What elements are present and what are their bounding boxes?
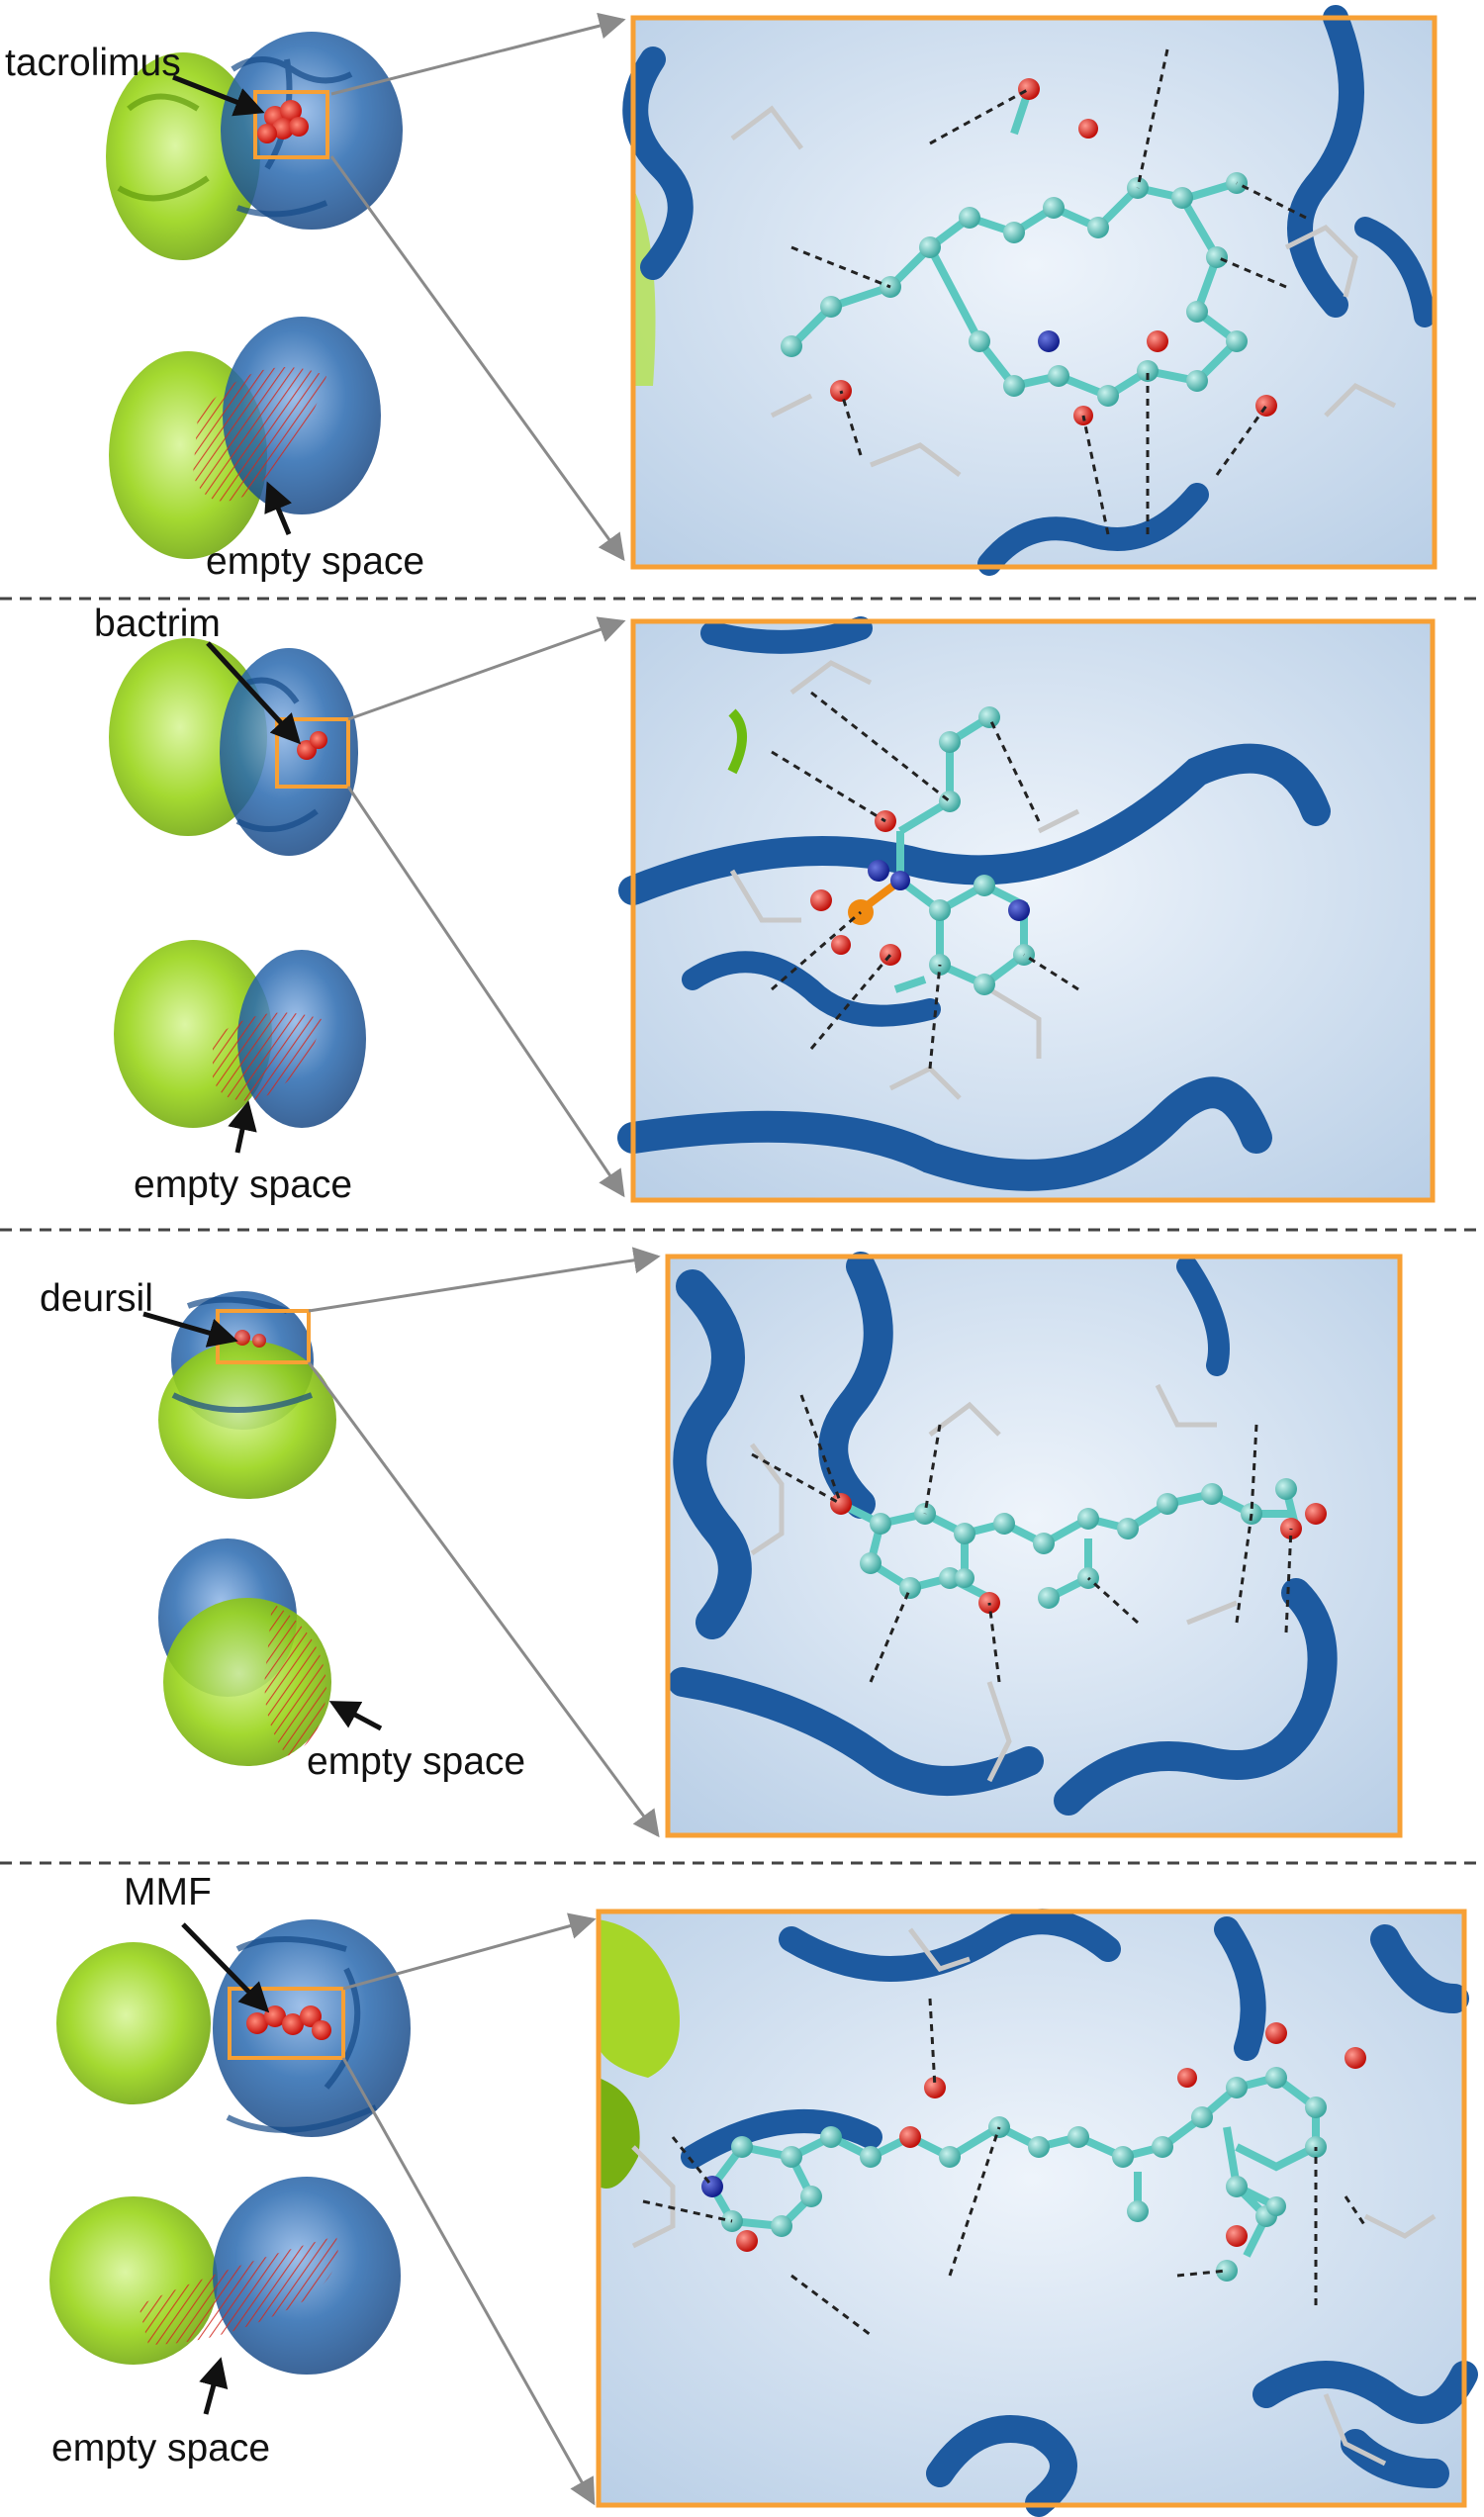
- zoom-arrow: [307, 1361, 660, 1838]
- complex-thumbnail-empty: [114, 940, 366, 1128]
- zoom-frame: [630, 15, 1438, 570]
- zoom-frame: [665, 1254, 1403, 1838]
- zoom-arrow: [346, 786, 625, 1198]
- zoom-view-tacrolimus: [622, 5, 1436, 576]
- panel-MMF: MMF empty space: [49, 1871, 1478, 2517]
- ligand-blob-bactrim: [297, 731, 327, 760]
- empty-space-label: empty space: [307, 1740, 525, 1783]
- ligand-label: deursil: [40, 1277, 153, 1320]
- complex-thumbnail-bound: [56, 1919, 411, 2137]
- zoom-frame: [630, 618, 1436, 1203]
- complex-thumbnail-bound: [109, 638, 358, 856]
- label-pointer-arrow: [264, 481, 293, 535]
- label-pointer-arrow: [206, 641, 302, 745]
- highlight-box: [275, 717, 350, 789]
- ligand-label: tacrolimus: [5, 42, 181, 84]
- ligand-label: bactrim: [94, 603, 221, 645]
- label-pointer-arrow: [328, 1701, 383, 1731]
- zoom-arrow: [330, 12, 626, 96]
- panel-deursil: deursil empty space: [40, 1247, 1403, 1838]
- highlight-box: [228, 1987, 345, 2060]
- label-pointer-arrow: [172, 74, 265, 117]
- zoom-view-deursil: [668, 1252, 1400, 1835]
- ligand-blob-MMF: [246, 2005, 331, 2040]
- complex-thumbnail-empty: [158, 1538, 331, 1766]
- zoom-arrow: [329, 155, 625, 562]
- empty-space-label: empty space: [51, 2427, 270, 2470]
- zoom-arrow: [342, 1912, 597, 1991]
- panel-bactrim: bactrim empty space: [94, 603, 1436, 1206]
- ligand-blob-tacrolimus: [257, 100, 309, 143]
- highlight-box: [253, 90, 329, 159]
- complex-thumbnail-empty: [109, 317, 381, 559]
- zoom-arrow: [308, 1247, 661, 1313]
- zoom-arrow: [347, 616, 626, 721]
- label-pointer-arrow: [228, 1100, 257, 1154]
- label-pointer-arrow: [199, 2357, 229, 2415]
- label-pointer-arrow: [142, 1311, 238, 1348]
- ligand-label: MMF: [124, 1871, 212, 1913]
- zoom-view-MMF: [599, 1909, 1478, 2517]
- zoom-frame: [596, 1909, 1467, 2508]
- empty-space-label: empty space: [206, 540, 424, 583]
- complex-thumbnail-empty: [49, 2177, 401, 2375]
- zoom-view-bactrim: [617, 616, 1433, 1200]
- empty-space-label: empty space: [134, 1164, 352, 1206]
- zoom-arrow: [341, 2057, 596, 2506]
- panel-tacrolimus: tacrolimus empty space: [5, 5, 1438, 583]
- ligand-blob-deursil: [234, 1330, 266, 1348]
- complex-thumbnail-bound: [106, 32, 403, 260]
- label-pointer-arrow: [181, 1922, 270, 2013]
